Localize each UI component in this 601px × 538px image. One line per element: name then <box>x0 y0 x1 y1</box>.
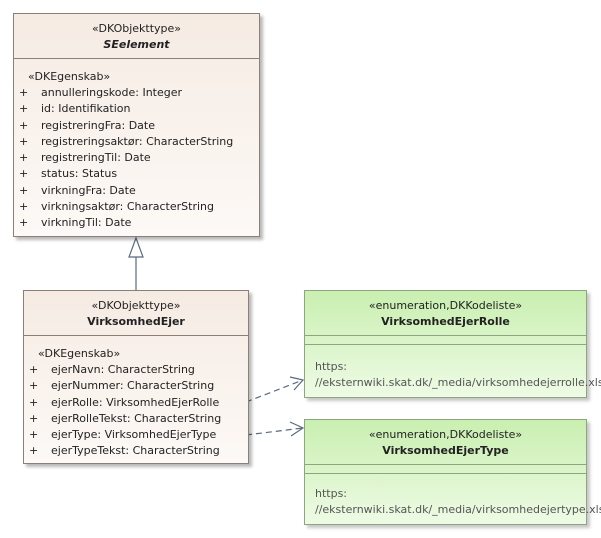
virksomhedejerrolle-stereotype: «enumeration,DKKodeliste» <box>368 299 523 312</box>
attribute-row: +virkningFra: Date <box>19 183 136 197</box>
seelement-name: SEelement <box>103 38 170 51</box>
attribute-row: +ejerNummer: CharacterString <box>29 379 215 393</box>
virksomhedejertype-header: «enumeration,DKKodeliste» VirksomhedEjer… <box>305 420 586 459</box>
seelement-attributes: «DKEgenskab» +annulleringskode: Integer … <box>14 69 259 232</box>
virksomhedejertype-divider-2 <box>305 473 586 474</box>
virksomhedejerrolle-header: «enumeration,DKKodeliste» VirksomhedEjer… <box>305 291 586 330</box>
attribute-row: +virkningsaktør: CharacterString <box>19 200 214 214</box>
attribute-row: +registreringsaktør: CharacterString <box>19 134 234 148</box>
seelement-header: «DKObjekttype» SEelement <box>14 14 259 53</box>
virksomhedejertype-stereotype: «enumeration,DKKodeliste» <box>368 428 523 441</box>
virksomhedejertype-notes: https: //eksternwiki.skat.dk/_media/virk… <box>305 486 601 518</box>
virksomhedejerrolle-name: VirksomhedEjerRolle <box>381 315 510 328</box>
virksomhedejerrolle-enum-box[interactable]: «enumeration,DKKodeliste» VirksomhedEjer… <box>304 290 601 398</box>
attribute-row: +ejerRolleTekst: CharacterString <box>29 411 222 425</box>
seelement-class-box[interactable]: «DKObjekttype» SEelement «DKEgenskab» +a… <box>13 13 260 237</box>
ejerrolle-dependency-arrowhead <box>289 376 305 391</box>
virksomhedejer-group-label: «DKEgenskab» <box>38 347 121 360</box>
virksomhedejer-class-box[interactable]: «DKObjekttype» VirksomhedEjer «DKEgenska… <box>23 290 249 464</box>
virksomhedejertype-enum-box[interactable]: «enumeration,DKKodeliste» VirksomhedEjer… <box>304 419 601 525</box>
seelement-group-label: «DKEgenskab» <box>28 70 111 83</box>
virksomhedejer-stereotype: «DKObjekttype» <box>91 299 181 312</box>
virksomhedejerrolle-note-line1: https: <box>315 360 348 373</box>
virksomhedejerrolle-divider-2 <box>305 344 586 345</box>
attribute-row: +ejerRolle: VirksomhedEjerRolle <box>29 395 220 409</box>
attribute-row: +ejerNavn: CharacterString <box>29 363 195 376</box>
virksomhedejertype-divider-1 <box>305 464 586 465</box>
virksomhedejerrolle-notes: https: //eksternwiki.skat.dk/_media/virk… <box>305 359 601 391</box>
generalization-arrowhead <box>128 236 144 258</box>
ejertype-dependency-arrowhead <box>289 421 305 437</box>
seelement-stereotype: «DKObjekttype» <box>91 22 182 35</box>
attribute-row: +registreringTil: Date <box>19 151 151 165</box>
attribute-row: +virkningTil: Date <box>19 216 132 230</box>
virksomhedejer-header: «DKObjekttype» VirksomhedEjer <box>24 291 248 330</box>
attribute-row: +ejerType: VirksomhedEjerType <box>29 428 217 442</box>
virksomhedejertype-note-line1: https: <box>315 487 348 500</box>
virksomhedejer-attributes: «DKEgenskab» +ejerNavn: CharacterString … <box>24 346 248 460</box>
virksomhedejer-name: VirksomhedEjer <box>87 315 185 328</box>
seelement-divider <box>14 58 259 59</box>
virksomhedejerrolle-divider-1 <box>305 335 586 336</box>
attribute-row: +id: Identifikation <box>19 102 131 116</box>
attribute-row: +annulleringskode: Integer <box>19 86 183 99</box>
attribute-row: +status: Status <box>19 167 118 181</box>
ejerrolle-dependency-line <box>245 379 304 403</box>
virksomhedejertype-note-line2: //eksternwiki.skat.dk/_media/virksomhede… <box>315 503 601 516</box>
attribute-row: +ejerTypeTekst: CharacterString <box>29 444 220 458</box>
attribute-row: +registreringFra: Date <box>19 118 155 132</box>
virksomhedejer-divider <box>24 335 248 336</box>
virksomhedejertype-name: VirksomhedEjerType <box>382 444 509 457</box>
virksomhedejerrolle-note-line2: //eksternwiki.skat.dk/_media/virksomhede… <box>315 376 601 389</box>
